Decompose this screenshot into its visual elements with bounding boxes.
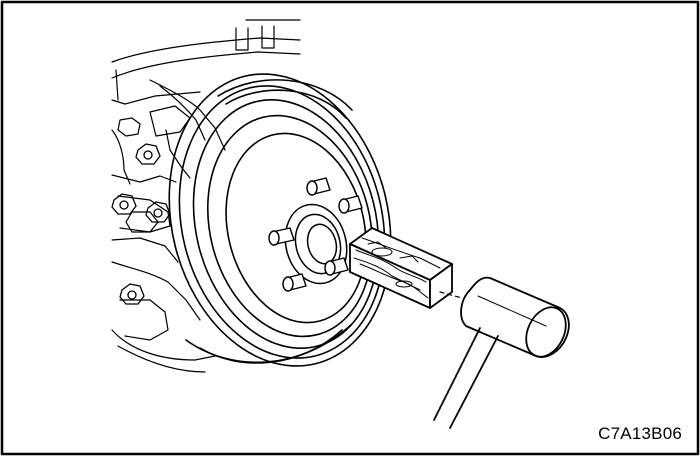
wheel-studs bbox=[268, 177, 363, 292]
figure-code: C7A13B06 bbox=[598, 424, 682, 443]
brake-drum bbox=[168, 73, 392, 367]
suspension-assembly bbox=[111, 19, 301, 373]
wooden-block bbox=[349, 227, 453, 309]
hammer bbox=[433, 276, 570, 429]
bolt-heads bbox=[111, 143, 171, 305]
